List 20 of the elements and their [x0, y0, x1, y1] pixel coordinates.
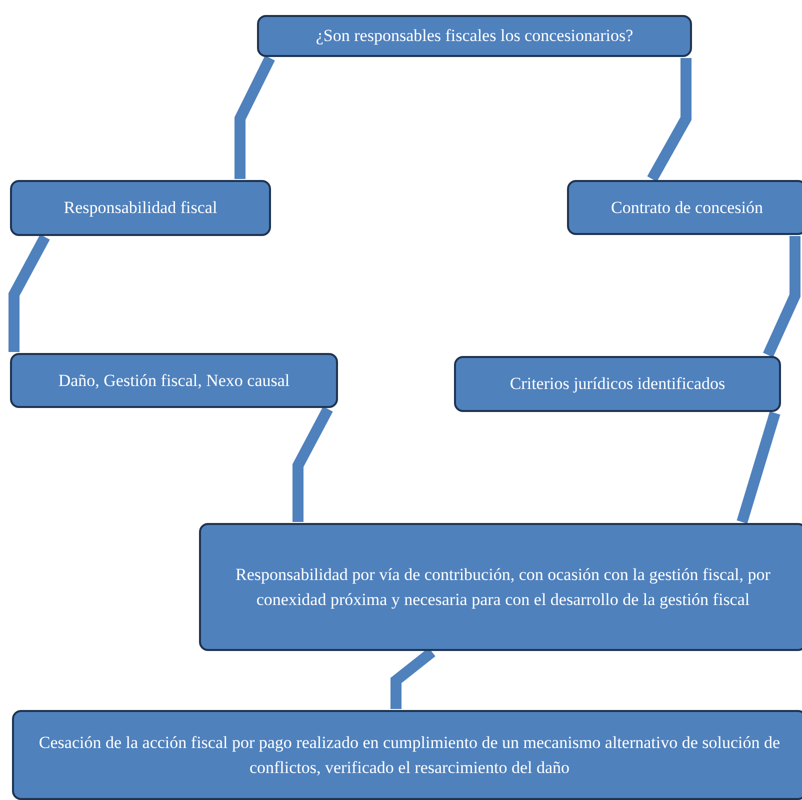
connector — [234, 56, 275, 179]
box-text: Responsabilidad por vía de contribución, con ocasión con la gestión fiscal, por conexidad próxima y necesaria para con el desarrollo de la gestión fiscal — [234, 564, 772, 611]
box-text: Contrato de concesión — [610, 196, 763, 219]
box-text: Daño, Gestión fiscal, Nexo causal — [58, 370, 290, 392]
process-box — [12, 710, 802, 800]
box-text: Cesación de la acción fiscal por pago realizado en cumplimiento de un mecanismo alternativo de solución de conflictos, verificado el resarcimiento del daño — [38, 732, 782, 779]
process-box — [10, 353, 338, 408]
process-box — [10, 180, 271, 236]
box-text: Criterios jurídicos identificados — [510, 373, 726, 396]
box-text: Responsabilidad fiscal — [64, 197, 218, 220]
box-text: ¿Son responsables fiscales los concesionarios? — [316, 25, 634, 48]
process-box — [454, 356, 781, 412]
connector — [736, 411, 780, 524]
process-box — [567, 180, 802, 235]
connector — [8, 234, 50, 352]
process-box — [257, 15, 692, 57]
process-box — [199, 523, 802, 651]
connector — [763, 236, 800, 358]
connector — [292, 406, 333, 522]
connector — [647, 58, 692, 182]
